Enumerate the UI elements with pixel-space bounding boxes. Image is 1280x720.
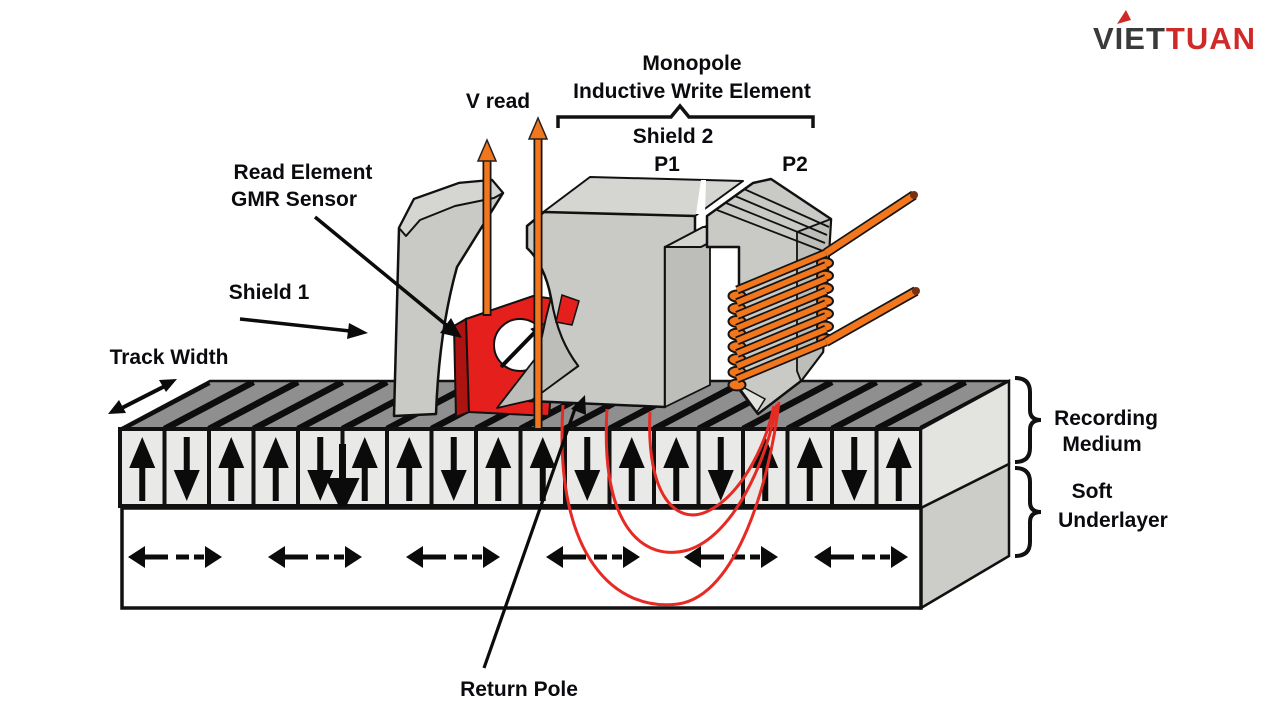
p2-label: P2 bbox=[782, 153, 808, 176]
p1-label: P1 bbox=[654, 153, 680, 176]
up-arrow-icon bbox=[529, 437, 556, 468]
up-arrow-icon bbox=[351, 437, 378, 468]
shield2-label: Shield 2 bbox=[633, 125, 714, 148]
title-line2: Inductive Write Element bbox=[573, 80, 811, 103]
down-arrow-icon bbox=[841, 470, 868, 501]
gmr-sensor-corner bbox=[555, 294, 580, 326]
viettuan-logo: VIETTUAN bbox=[1093, 10, 1256, 56]
write-field-lines bbox=[560, 401, 781, 607]
transition-down-arrow-icon bbox=[325, 478, 360, 514]
recording-medium-label-1: Recording bbox=[1054, 407, 1158, 430]
gap-inner-wall bbox=[664, 223, 711, 408]
coil-turn bbox=[727, 378, 747, 392]
return-pole-arrowhead bbox=[571, 395, 586, 415]
title-line1: Monopole bbox=[642, 52, 741, 75]
up-arrow-icon bbox=[885, 437, 912, 468]
track-width-arrowhead-sw bbox=[108, 400, 126, 414]
gmr-arrowhead bbox=[440, 318, 462, 338]
soft-underlayer-label-1: Soft bbox=[1072, 480, 1113, 503]
soft-underlayer-label-2: Underlayer bbox=[1058, 509, 1168, 532]
shield1-arrowhead bbox=[347, 323, 368, 339]
v-read-label: V read bbox=[466, 90, 530, 113]
annotation-arrows bbox=[108, 103, 1042, 669]
v-read-arrowhead-right bbox=[527, 116, 549, 140]
shield1-label: Shield 1 bbox=[229, 281, 310, 304]
shield1-block bbox=[392, 178, 505, 418]
left-arrow-icon bbox=[814, 546, 831, 568]
up-arrow-icon bbox=[218, 437, 245, 468]
down-arrow-icon bbox=[574, 470, 601, 501]
svg-text:VIETTUAN: VIETTUAN bbox=[1093, 21, 1256, 56]
up-arrow-icon bbox=[262, 437, 289, 468]
p2-laminations bbox=[716, 188, 830, 252]
logo-accent-icon bbox=[1117, 10, 1131, 24]
top-slit bbox=[696, 180, 706, 214]
return-pole-label: Return Pole bbox=[460, 678, 578, 701]
left-arrow-icon bbox=[128, 546, 145, 568]
down-arrow-icon bbox=[707, 470, 734, 501]
left-arrow-icon bbox=[406, 546, 423, 568]
soft-underlayer-brace bbox=[1014, 466, 1042, 558]
right-arrow-icon bbox=[761, 546, 778, 568]
pole-nose-facet bbox=[496, 297, 579, 409]
recording-medium-cells bbox=[118, 427, 923, 514]
right-arrow-icon bbox=[483, 546, 500, 568]
right-arrow-icon bbox=[205, 546, 222, 568]
track-width-label: Track Width bbox=[110, 346, 229, 369]
up-arrow-icon bbox=[663, 437, 690, 468]
up-arrow-icon bbox=[129, 437, 156, 468]
underlayer-arrows bbox=[128, 546, 908, 568]
right-arrow-icon bbox=[345, 546, 362, 568]
v-read-arrowhead-left bbox=[476, 138, 498, 162]
return-pole-line bbox=[482, 402, 579, 669]
left-arrow-icon bbox=[268, 546, 285, 568]
track-width-arrowhead-ne bbox=[159, 379, 177, 392]
down-arrow-icon bbox=[307, 470, 334, 501]
write-coil bbox=[727, 190, 920, 392]
left-arrow-icon bbox=[684, 546, 701, 568]
right-arrow-icon bbox=[891, 546, 908, 568]
right-arrow-icon bbox=[623, 546, 640, 568]
labels: V read Monopole Inductive Write Element … bbox=[110, 52, 1168, 701]
write-element-p1-block bbox=[496, 176, 744, 409]
up-arrow-icon bbox=[396, 437, 423, 468]
up-arrow-icon bbox=[796, 437, 823, 468]
recording-medium-label-2: Medium bbox=[1062, 433, 1141, 456]
up-arrow-icon bbox=[618, 437, 645, 468]
v-read-leads bbox=[476, 116, 549, 430]
recording-medium-brace bbox=[1014, 376, 1042, 464]
read-element-label: Read Element bbox=[234, 161, 373, 184]
down-arrow-icon bbox=[440, 470, 467, 501]
write-element-bracket bbox=[556, 103, 815, 128]
left-arrow-icon bbox=[546, 546, 563, 568]
logo-text-red: TUAN bbox=[1166, 21, 1256, 56]
gmr-sensor-label: GMR Sensor bbox=[231, 188, 357, 211]
up-arrow-icon bbox=[485, 437, 512, 468]
logo-text-dark: VIET bbox=[1093, 21, 1166, 56]
down-arrow-icon bbox=[173, 470, 200, 501]
